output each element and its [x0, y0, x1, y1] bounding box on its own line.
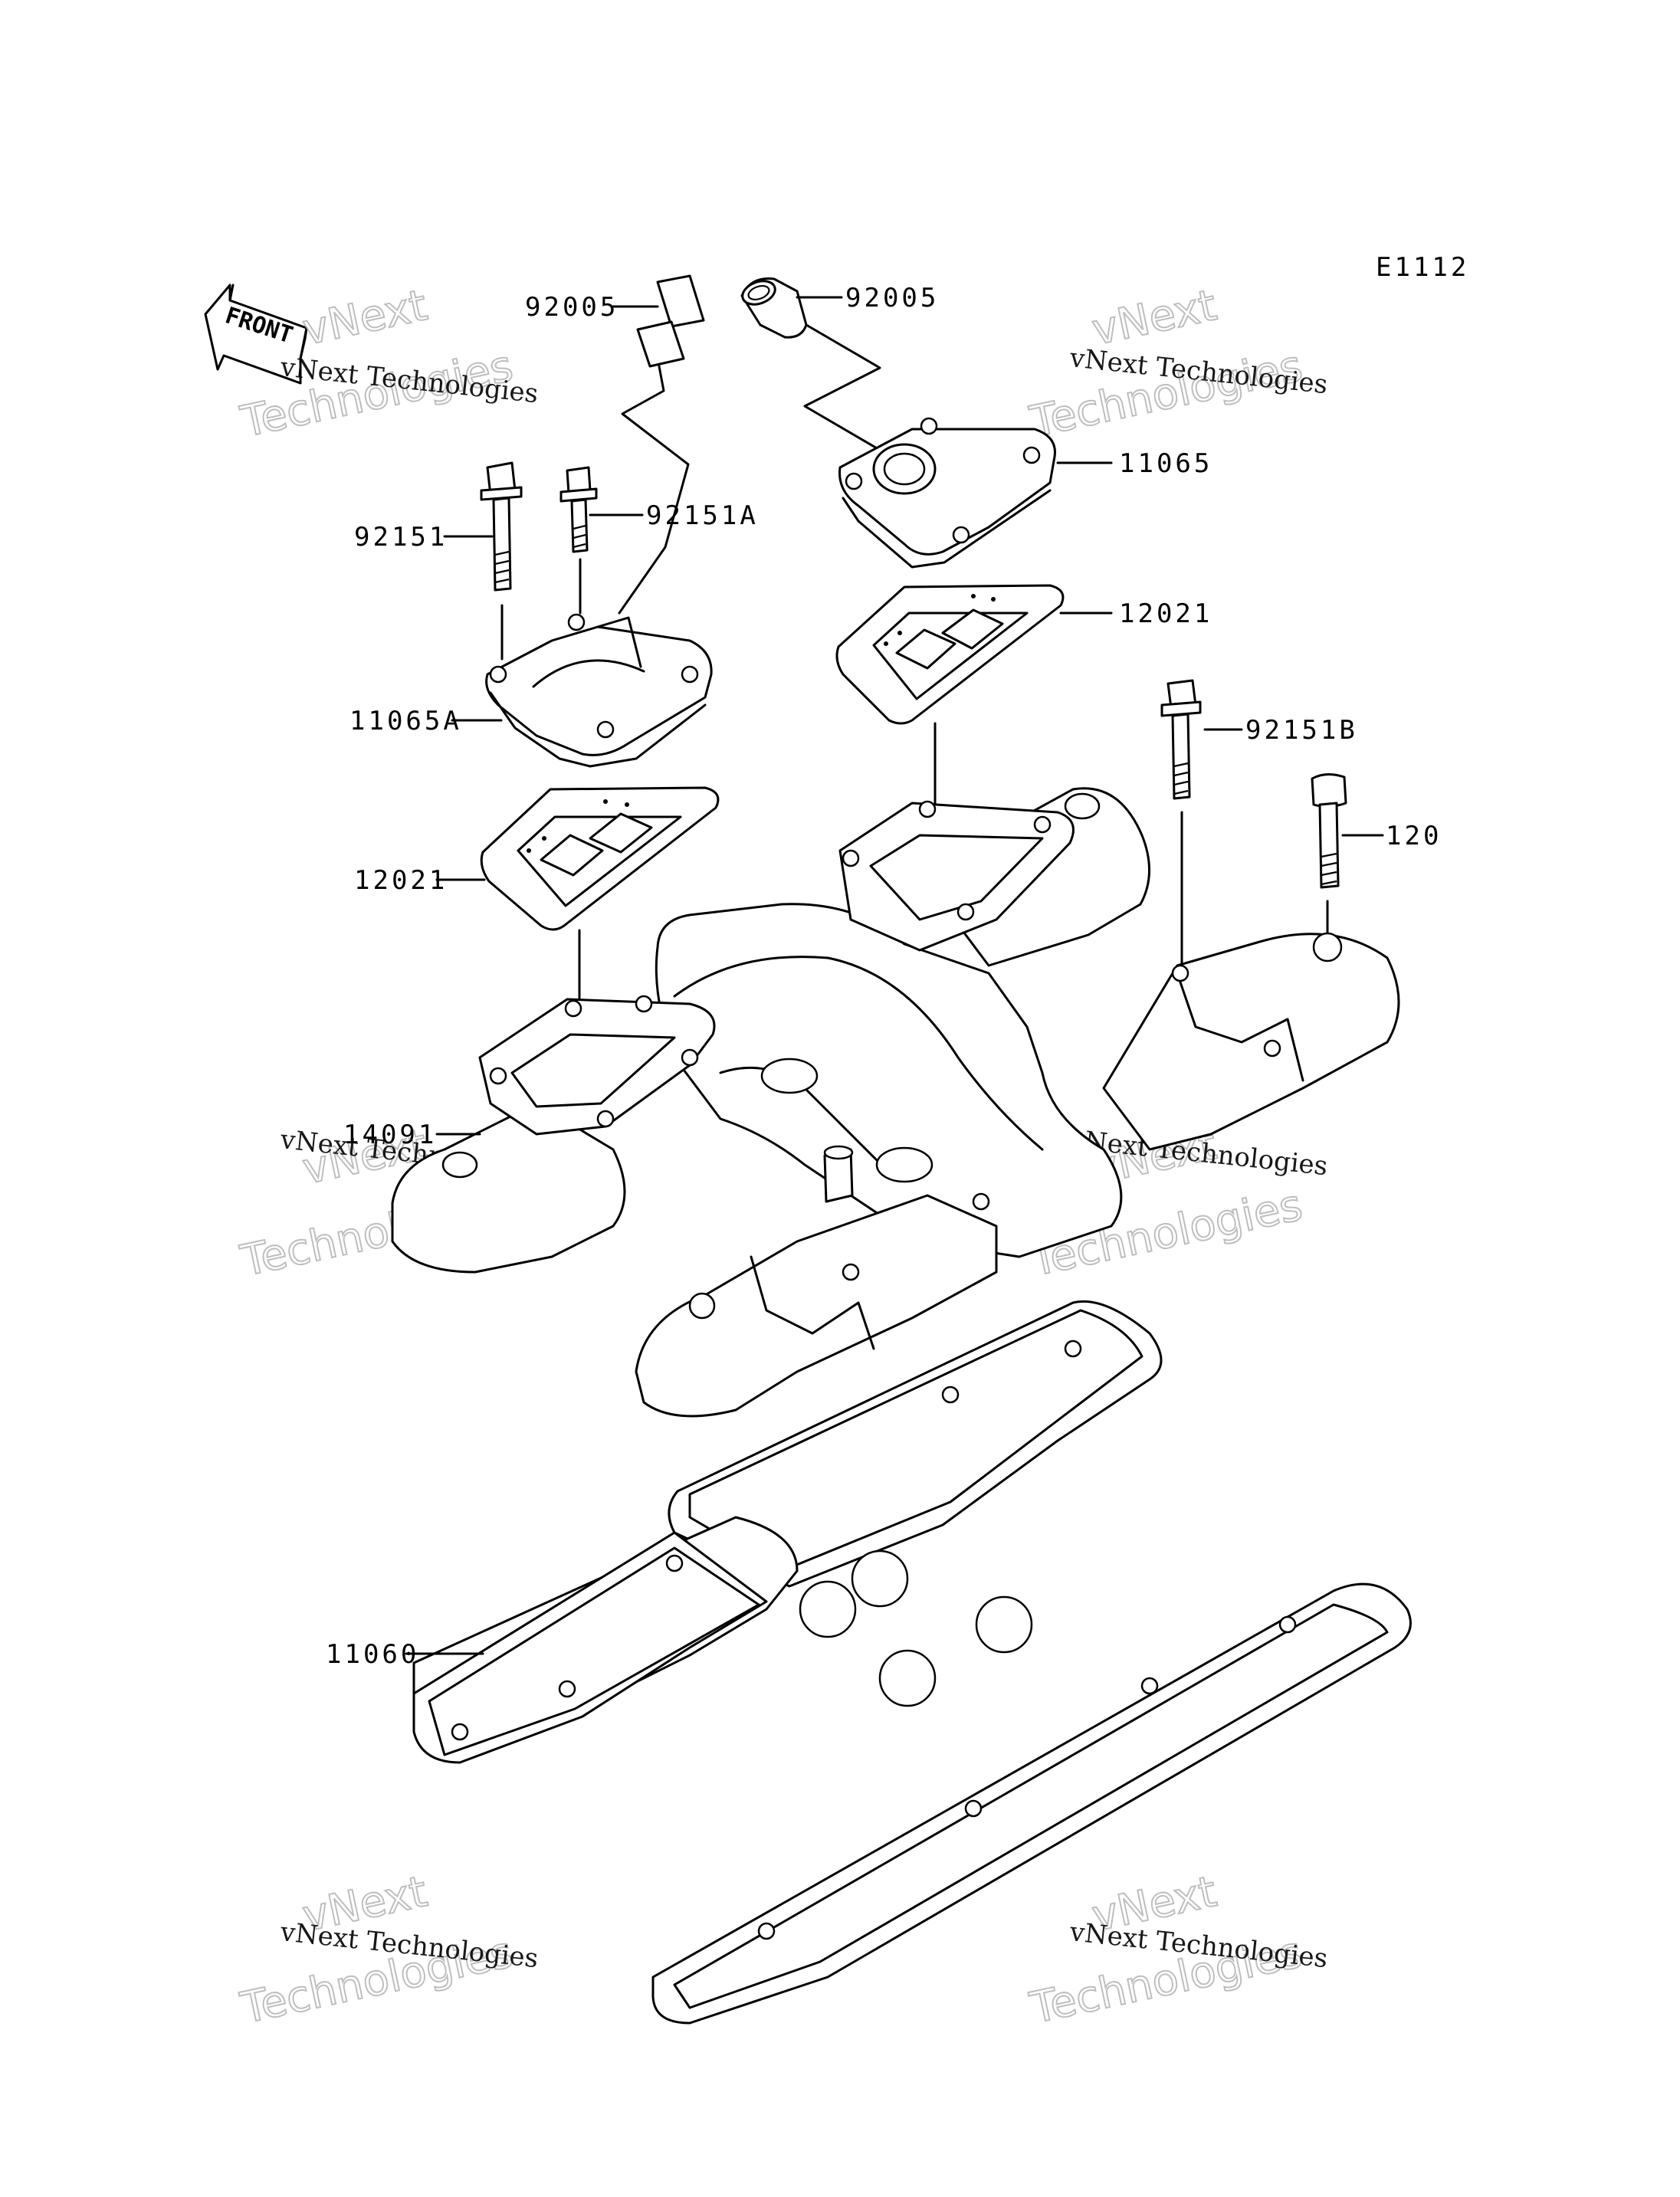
part-92151: 92151	[354, 461, 523, 661]
part-12021-left: 12021	[354, 786, 720, 1041]
label-11065A: 11065A	[349, 706, 462, 736]
label-11065: 11065	[1119, 448, 1212, 479]
watermark-text-a: vNext	[1088, 280, 1221, 356]
label-92005-left: 92005	[525, 292, 619, 323]
part-92005-left: 92005	[525, 274, 705, 615]
label-12021-left: 12021	[354, 865, 448, 896]
part-11065: 11065	[838, 417, 1212, 569]
label-14091: 14091	[343, 1120, 437, 1150]
part-92005-right: 92005	[740, 277, 939, 461]
watermark-bottom-left: vNext Technologies vNext Technologies	[235, 1866, 540, 2035]
part-11065A: 11065A	[349, 613, 713, 768]
part-14091: 14091	[343, 787, 1400, 1418]
label-92005-right: 92005	[845, 283, 939, 313]
watermark-text-a: vNext	[298, 280, 431, 356]
label-120: 120	[1386, 821, 1442, 851]
part-120: 120	[1311, 773, 1442, 936]
part-12021-right: 12021	[835, 584, 1212, 829]
watermark-bottom-right: vNext Technologies vNext Technologies	[1025, 1866, 1329, 2035]
label-92151B: 92151B	[1245, 715, 1358, 746]
diagram-code: E1112	[1376, 252, 1469, 283]
part-11060: 11060	[326, 1300, 1412, 2025]
label-12021-right: 12021	[1119, 598, 1212, 629]
part-92151A: 92151A	[559, 466, 759, 615]
label-92151: 92151	[354, 522, 448, 553]
label-11060: 11060	[326, 1639, 419, 1670]
watermark-top-left: vNext Technologies vNext Technologies	[235, 280, 540, 448]
watermark-top-right: vNext Technologies vNext Technologies	[1025, 280, 1329, 448]
part-92151B: 92151B	[1160, 679, 1358, 967]
label-92151A: 92151A	[646, 500, 759, 531]
